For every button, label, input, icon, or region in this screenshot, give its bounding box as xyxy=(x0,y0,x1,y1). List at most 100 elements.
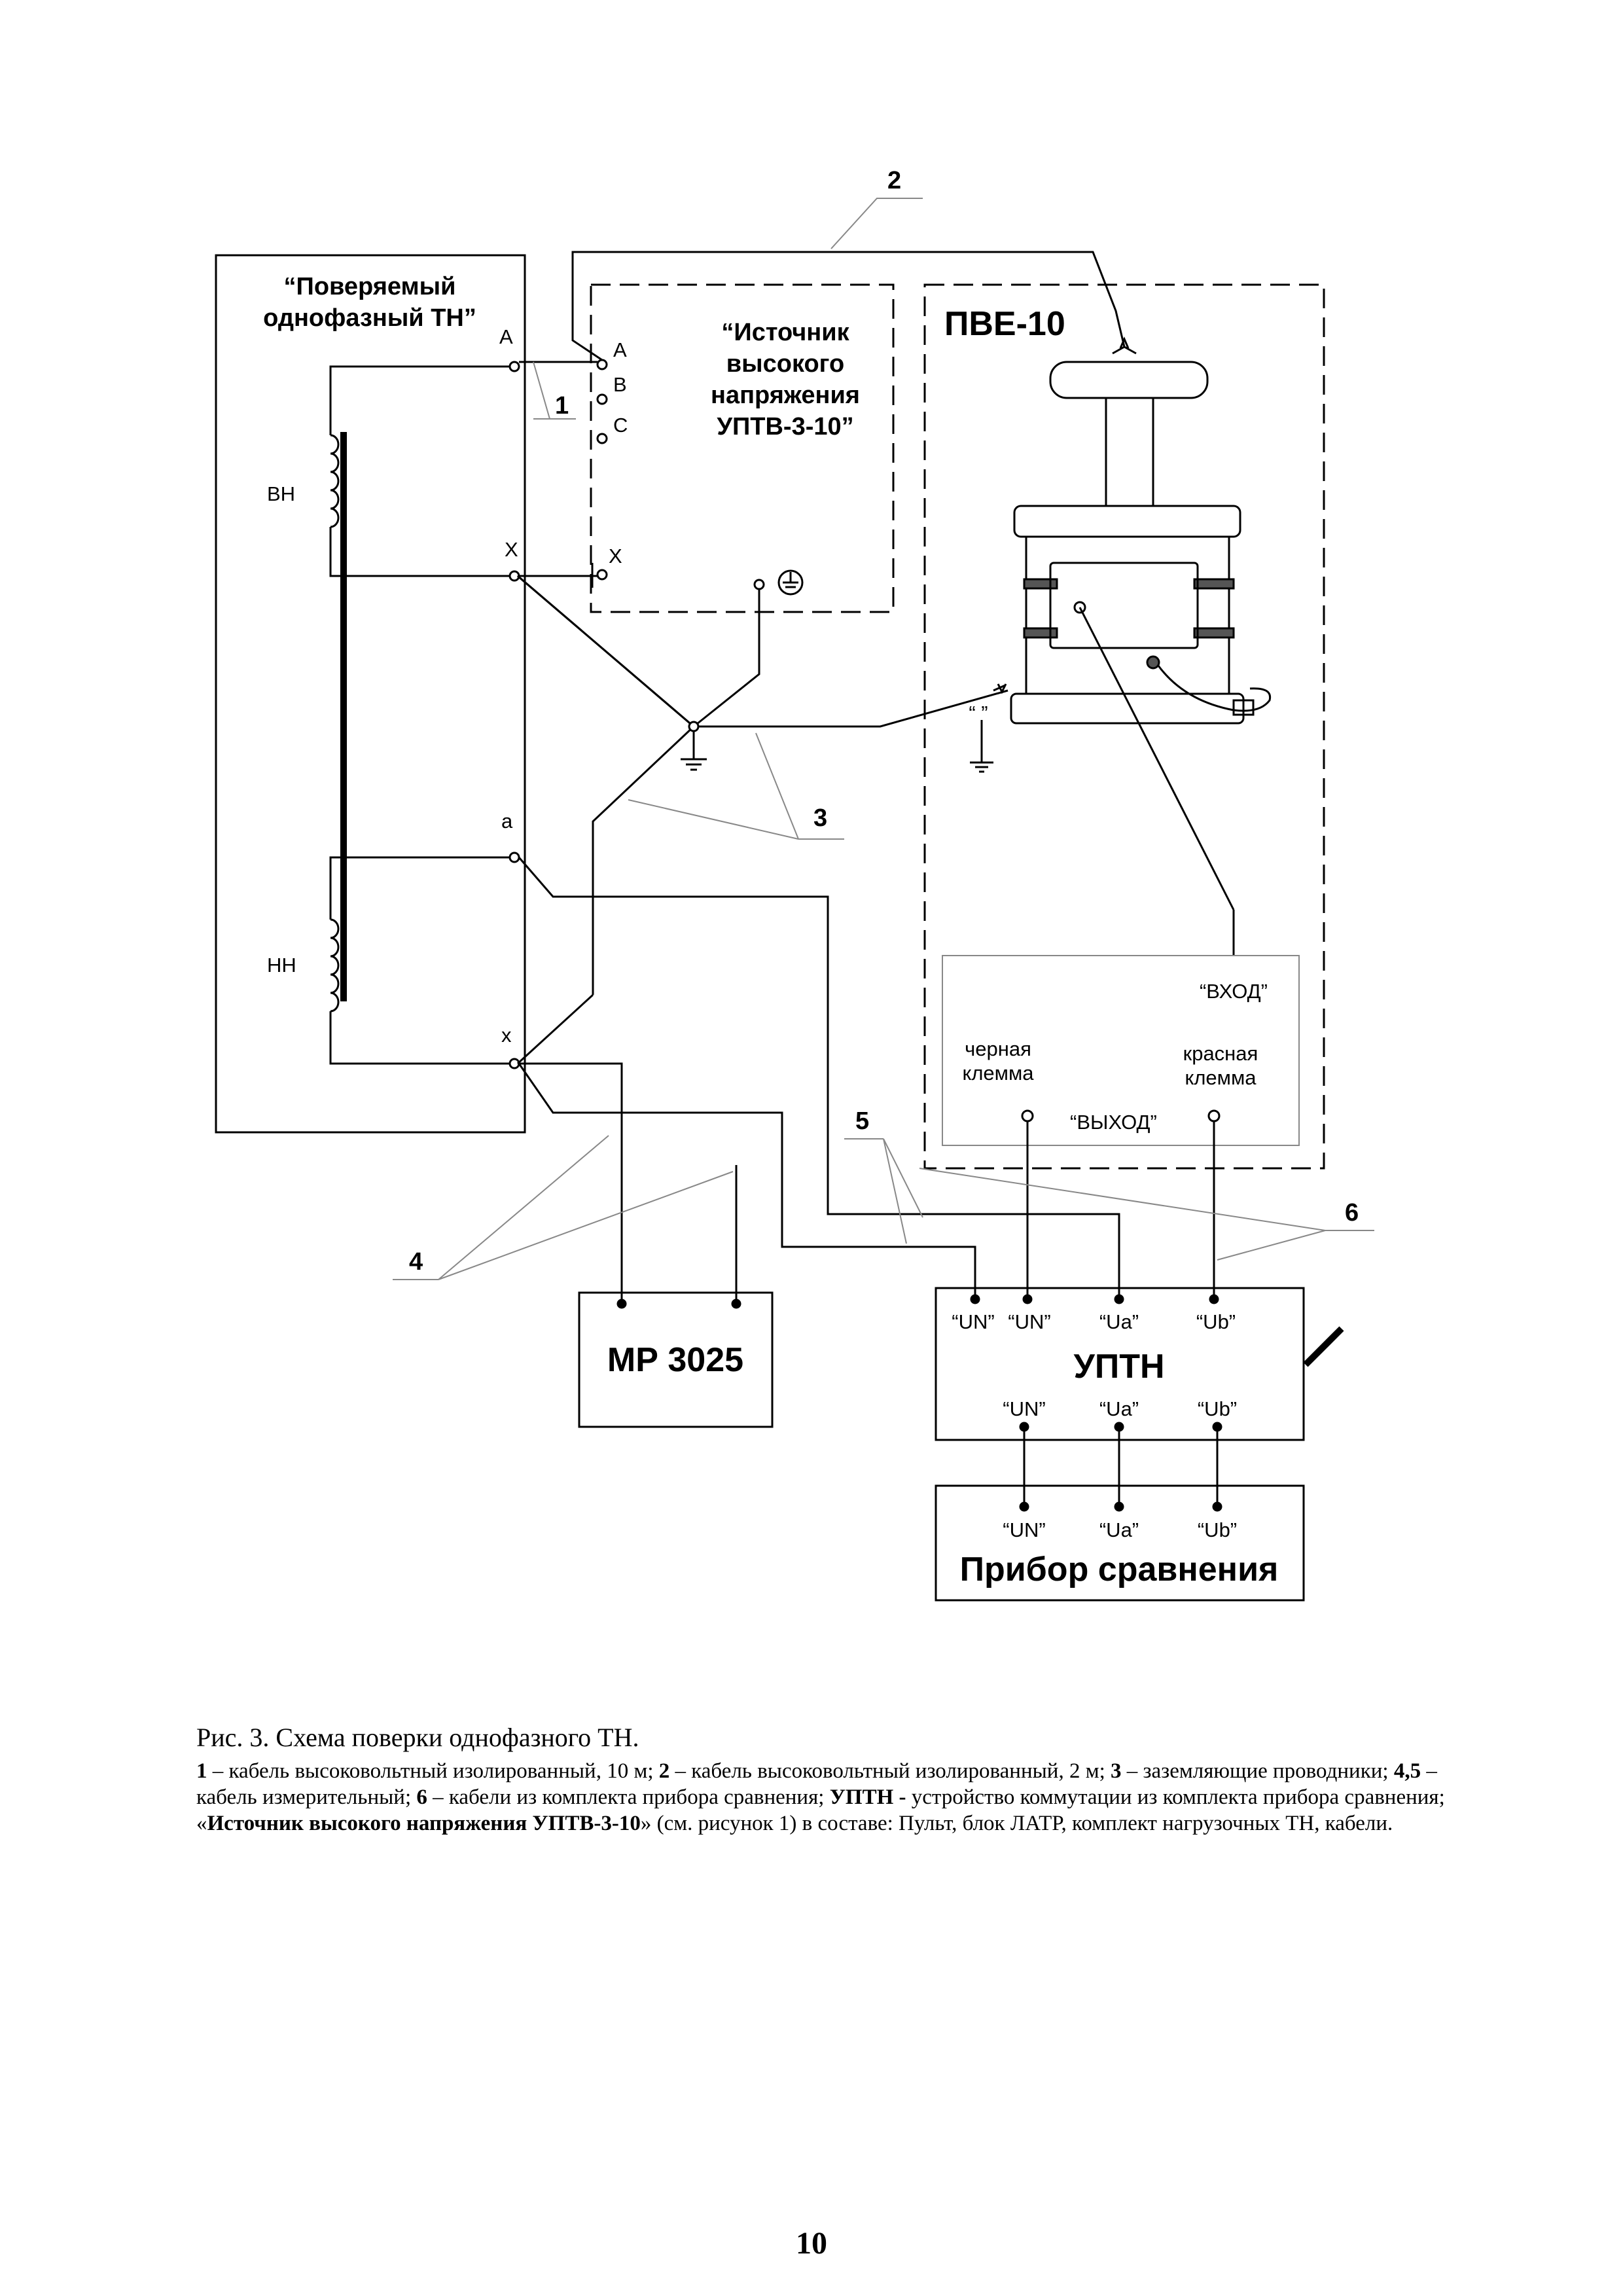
source-title-line1: “Источник xyxy=(721,319,849,346)
source-terminal-A-label: A xyxy=(613,338,627,361)
page-number: 10 xyxy=(796,2226,827,2261)
callout-4-leader-a xyxy=(438,1135,609,1280)
red-terminal-label-line2: клемма xyxy=(1185,1066,1257,1089)
uptn-top-ua-label: “Ua” xyxy=(1099,1310,1139,1333)
comparator-title: Прибор сравнения xyxy=(960,1551,1279,1588)
mp-terminal-2 xyxy=(731,1299,741,1309)
tested-vt-title-line1: “Поверяемый xyxy=(284,273,456,300)
uptn-bot-ua-terminal xyxy=(1114,1422,1124,1432)
callout-6-leader-b xyxy=(1217,1230,1326,1261)
black-terminal xyxy=(1021,1109,1034,1122)
pve-10-box xyxy=(923,283,1325,1170)
pve-input-cable xyxy=(1079,607,1235,910)
ground-wire-x-route xyxy=(592,725,695,995)
lv-winding-coil xyxy=(330,918,340,1013)
source-terminal-B-label: B xyxy=(613,373,627,396)
caption-ref-4: 4,5 xyxy=(1393,1759,1421,1783)
comparator-ua-terminal xyxy=(1114,1501,1124,1512)
ground-wire-source-X xyxy=(599,577,694,726)
cable-2 xyxy=(571,251,1126,361)
callout-3-leader-b xyxy=(755,732,799,840)
tt-terminal-A-label: A xyxy=(499,325,513,348)
terminal-X xyxy=(508,570,520,582)
uptn-top-ua-terminal xyxy=(1114,1294,1124,1304)
uptn-bot-ub-terminal xyxy=(1212,1422,1222,1432)
uptn-bot-ub-label: “Ub” xyxy=(1198,1397,1237,1420)
winding-lv-label: НН xyxy=(267,954,296,977)
callout-5: 5 xyxy=(855,1107,869,1135)
uptn-top-un2-terminal xyxy=(1022,1294,1033,1304)
mp-terminal-1 xyxy=(616,1299,627,1309)
caption-text-3: – заземляющие проводники; xyxy=(1121,1759,1394,1783)
caption-ref-7: Источник высокого напряжения УПТВ-3-10 xyxy=(207,1812,641,1835)
source-terminal-C xyxy=(596,433,608,444)
uptn-top-un1-terminal xyxy=(970,1294,980,1304)
uptn-top-ub-terminal xyxy=(1209,1294,1219,1304)
comparator-un-label: “UN” xyxy=(1003,1518,1045,1541)
mp-3025-title: МР 3025 xyxy=(607,1341,743,1379)
terminal-a xyxy=(508,852,520,863)
hv-winding-top-lead xyxy=(329,365,510,435)
callout-4: 4 xyxy=(409,1248,423,1276)
tested-vt-box xyxy=(215,254,526,1134)
pve-input-connector xyxy=(1073,601,1086,614)
uptn-top-ub-label: “Ub” xyxy=(1196,1310,1236,1333)
pve-title: ПВЕ-10 xyxy=(944,305,1065,343)
winding-hv-label: ВН xyxy=(267,482,295,505)
pve-ground-mark: “ ” xyxy=(969,702,988,725)
bolt-icon xyxy=(1112,336,1137,355)
uptn-bot-un-terminal xyxy=(1019,1422,1029,1432)
terminal-x xyxy=(508,1058,520,1069)
caption-ref-2: 2 xyxy=(658,1759,670,1783)
callout-6-leader-a xyxy=(919,1168,1326,1231)
ground-wire-pve xyxy=(694,689,1008,728)
tt-terminal-a-label: a xyxy=(501,810,513,833)
comparator-ub-label: “Ub” xyxy=(1198,1518,1237,1541)
comparator-box xyxy=(935,1484,1305,1602)
source-terminal-A xyxy=(596,359,608,370)
callout-5-leader-a xyxy=(883,1138,907,1244)
tt-terminal-X-label: X xyxy=(505,538,518,561)
callout-3: 3 xyxy=(813,804,827,832)
ground-node-link-X xyxy=(517,575,694,728)
callout-2-leader xyxy=(830,198,923,249)
pve-ground-bolt-icon xyxy=(993,683,1007,694)
hv-winding-coil xyxy=(330,434,340,528)
cable-x-to-uptn-un xyxy=(518,1063,976,1299)
caption-text-2: – кабель высоковольтный изолированный, 2… xyxy=(669,1759,1111,1783)
callout-4-leader-b xyxy=(438,1171,734,1280)
pve-ground-lead xyxy=(1154,660,1272,712)
caption-title: Рис. 3. Схема поверки однофазного ТН. xyxy=(196,1723,639,1752)
callout-2: 2 xyxy=(887,167,901,194)
ground-wire-source xyxy=(693,589,760,728)
callout-3-leader-a xyxy=(628,799,799,840)
callout-6: 6 xyxy=(1345,1199,1359,1227)
source-ground-terminal xyxy=(753,579,765,590)
caption-text-5: – кабели из комплекта прибора сравнения; xyxy=(427,1785,830,1809)
pve-output-label: “ВЫХОД” xyxy=(1070,1111,1157,1134)
mp-3025-box xyxy=(578,1291,774,1428)
hv-source-box xyxy=(590,283,895,613)
caption-text-1: – кабель высоковольтный изолированный, 1… xyxy=(207,1759,659,1783)
pve-terminal-box xyxy=(1049,562,1199,649)
comparator-ua-label: “Ua” xyxy=(1099,1518,1139,1541)
uptn-top-un1-label: “UN” xyxy=(952,1310,994,1333)
lv-winding-bottom-lead xyxy=(329,1011,515,1065)
pve-coil-left-2 xyxy=(1023,627,1058,639)
black-terminal-label-line1: черная xyxy=(965,1037,1031,1060)
cable-a-to-uptn-ua xyxy=(518,857,1120,1299)
pve-base xyxy=(1010,692,1245,725)
uptn-top-un2-label: “UN” xyxy=(1008,1310,1050,1333)
pve-top-electrode xyxy=(1049,361,1209,399)
source-title-line4: УПТВ-3-10” xyxy=(717,413,853,440)
ground-node xyxy=(688,721,700,732)
callout-1: 1 xyxy=(555,392,569,420)
cable-x-to-mp xyxy=(518,1062,623,1302)
pve-column xyxy=(1105,397,1154,507)
pve-panel xyxy=(942,955,1300,1146)
caption-body: 1 – кабель высоковольтный изолированный,… xyxy=(196,1758,1479,1837)
pve-coil-left-1 xyxy=(1023,578,1058,590)
source-terminal-B xyxy=(596,393,608,405)
pve-upper-flange xyxy=(1013,505,1241,538)
